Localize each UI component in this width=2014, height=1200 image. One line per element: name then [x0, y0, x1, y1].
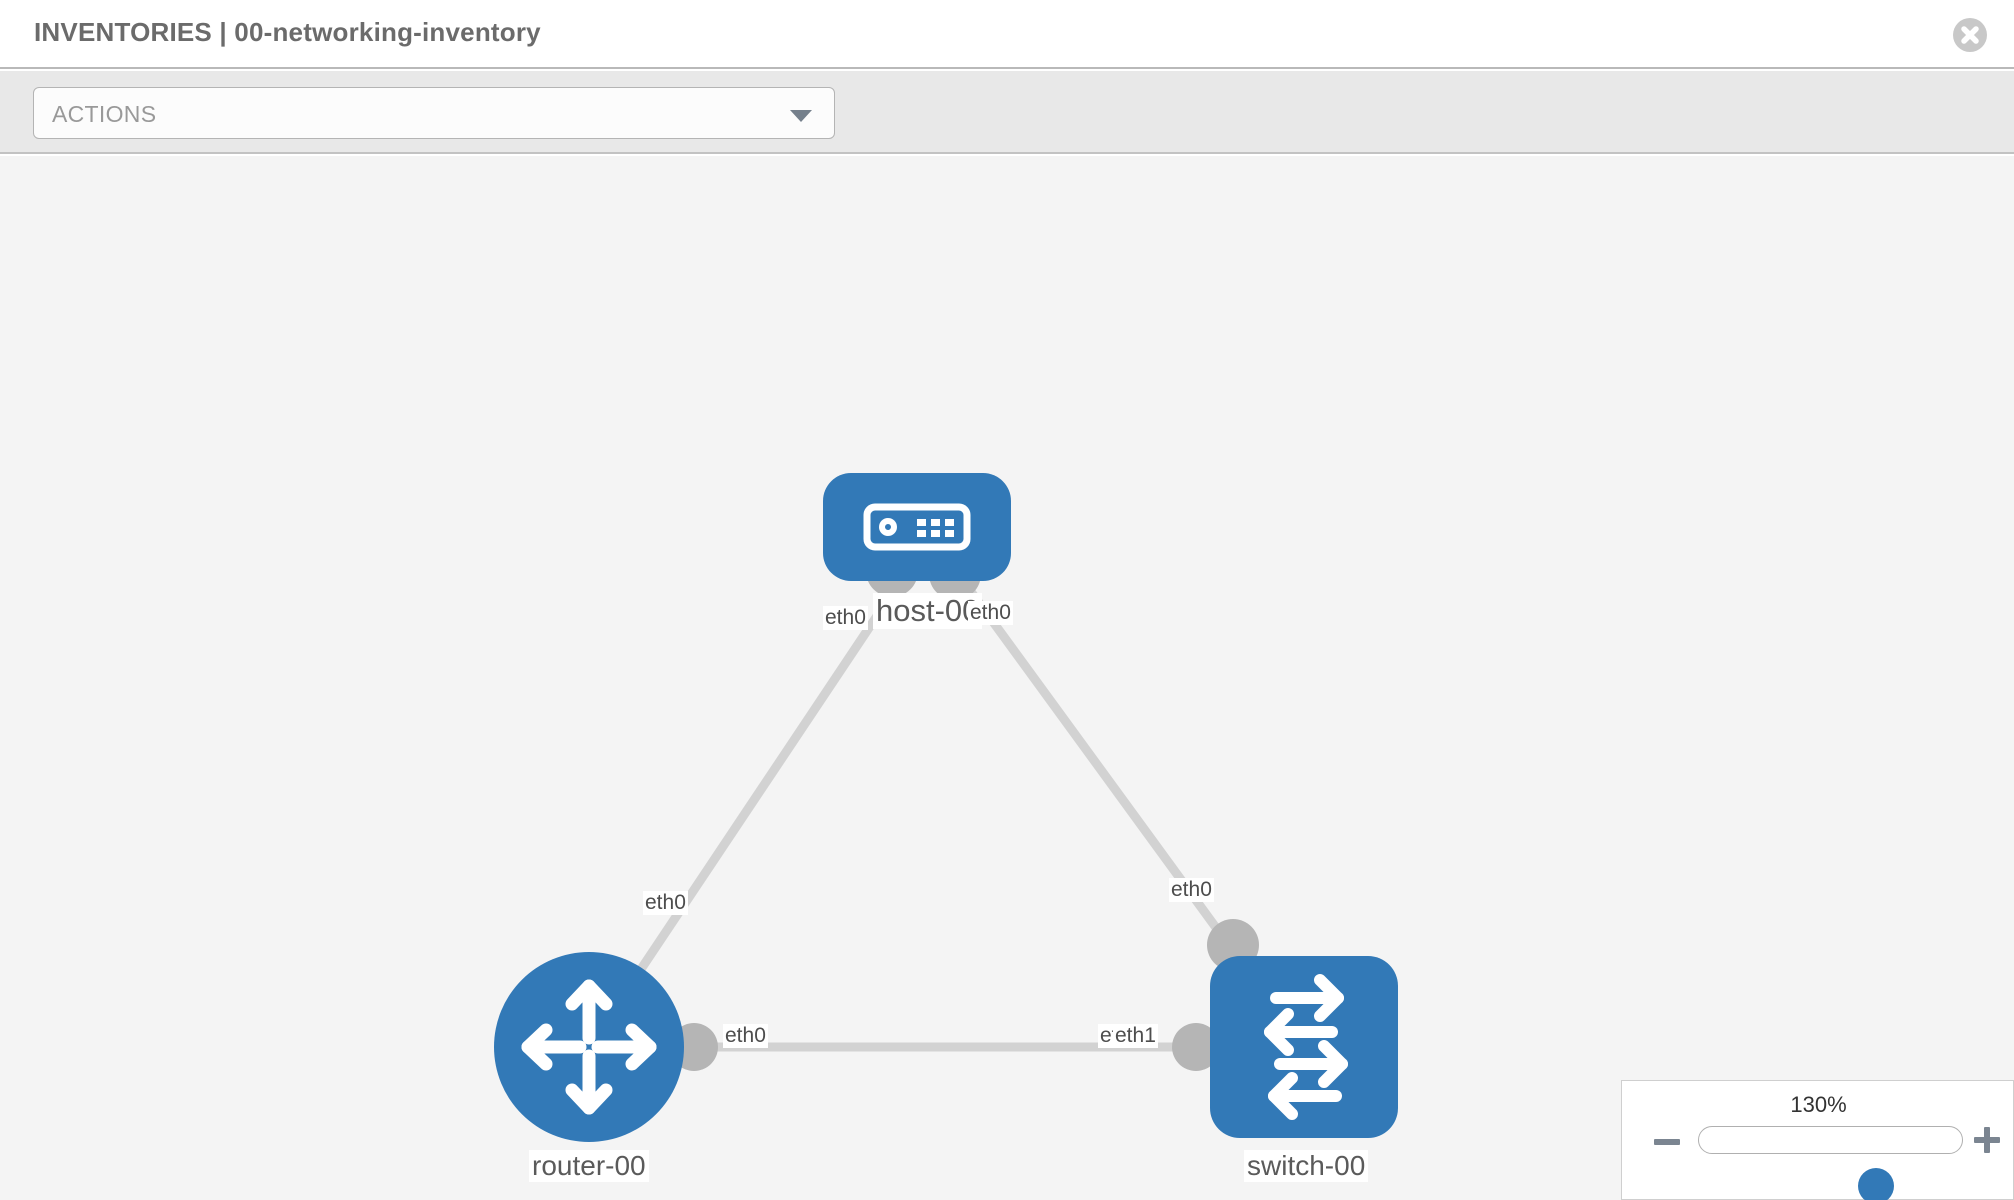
plus-icon[interactable] [1974, 1127, 2000, 1153]
zoom-level-label: 130% [1790, 1092, 1847, 1117]
server-appliance-icon [823, 473, 1011, 581]
minus-icon[interactable] [1654, 1139, 1680, 1145]
actions-dropdown-label: ACTIONS [52, 101, 157, 127]
zoom-control-panel: 130% [1621, 1080, 2014, 1200]
zoom-slider-thumb[interactable] [1858, 1168, 1894, 1200]
chevron-down-icon [790, 110, 812, 122]
node-router-00[interactable] [494, 952, 684, 1147]
connector-switch-left [1172, 1023, 1220, 1071]
iface-label: eth0 [968, 601, 1013, 625]
link-host-router [585, 553, 921, 1050]
topology-graph [585, 545, 1307, 1071]
iface-label: eth1 [1113, 1024, 1158, 1048]
iface-label: eth0 [823, 606, 868, 630]
node-label-host-00: host-00 [873, 593, 983, 629]
page-title: INVENTORIES | 00-networking-inventory [34, 17, 541, 47]
actions-dropdown[interactable]: ACTIONS [33, 87, 835, 139]
node-label-switch-00: switch-00 [1244, 1150, 1369, 1182]
switch-arrows-icon [1210, 956, 1398, 1138]
close-icon[interactable] [1953, 18, 1987, 52]
iface-label: eth0 [1169, 878, 1214, 902]
toolbar: ACTIONS SEARCH [0, 71, 2014, 208]
router-arrows-icon [494, 952, 684, 1142]
node-label-router-00: router-00 [529, 1150, 649, 1182]
node-host-00[interactable] [823, 473, 1011, 586]
iface-label: eth0 [643, 891, 688, 915]
topology-links [585, 553, 1307, 1052]
zoom-slider-track[interactable] [1698, 1126, 1963, 1200]
page-header: INVENTORIES | 00-networking-inventory [0, 0, 2014, 69]
iface-label: eth0 [723, 1024, 768, 1048]
node-switch-00[interactable] [1210, 956, 1398, 1143]
topology-canvas[interactable]: host-00 router-00 [0, 156, 2014, 1200]
